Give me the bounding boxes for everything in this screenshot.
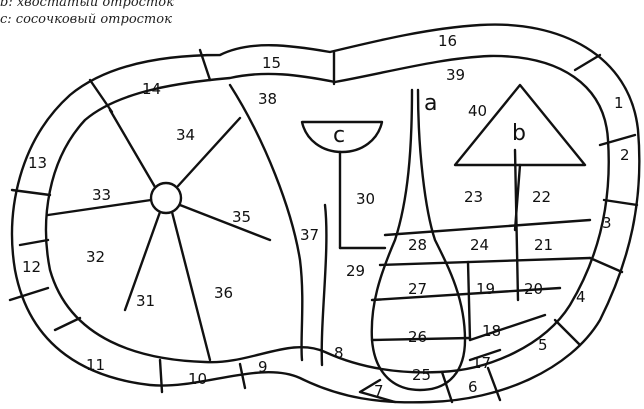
- segment-3: 3: [602, 214, 612, 232]
- segment-17: 17: [472, 354, 491, 372]
- segment-13: 13: [28, 154, 47, 172]
- segment-39: 39: [446, 66, 465, 84]
- marker-a: a: [424, 91, 437, 116]
- segment-16: 16: [438, 32, 457, 50]
- segment-24: 24: [470, 236, 489, 254]
- segment-26: 26: [408, 328, 427, 346]
- segment-7: 7: [374, 382, 384, 400]
- segment-2: 2: [620, 146, 630, 164]
- segment-22: 22: [532, 188, 551, 206]
- segment-5: 5: [538, 336, 548, 354]
- segment-10: 10: [188, 370, 207, 388]
- segment-19: 19: [476, 280, 495, 298]
- segment-12: 12: [22, 258, 41, 276]
- marker-c: c: [333, 123, 345, 148]
- segment-18: 18: [482, 322, 501, 340]
- segment-31: 31: [136, 292, 155, 310]
- segment-35: 35: [232, 208, 251, 226]
- segment-23: 23: [464, 188, 483, 206]
- marker-b: b: [512, 121, 526, 146]
- segment-33: 33: [92, 186, 111, 204]
- segment-21: 21: [534, 236, 553, 254]
- segment-4: 4: [576, 288, 586, 306]
- segment-11: 11: [86, 356, 105, 374]
- segment-28: 28: [408, 236, 427, 254]
- segment-36: 36: [214, 284, 233, 302]
- segment-30: 30: [356, 190, 375, 208]
- segment-9: 9: [258, 358, 268, 376]
- segment-1: 1: [614, 94, 624, 112]
- segment-27: 27: [408, 280, 427, 298]
- segment-29: 29: [346, 262, 365, 280]
- segment-38: 38: [258, 90, 277, 108]
- segment-6: 6: [468, 378, 478, 396]
- segment-15: 15: [262, 54, 281, 72]
- segment-34: 34: [176, 126, 195, 144]
- segment-8: 8: [334, 344, 344, 362]
- segment-32: 32: [86, 248, 105, 266]
- segment-25: 25: [412, 366, 431, 384]
- segment-14: 14: [142, 80, 161, 98]
- segment-20: 20: [524, 280, 543, 298]
- inner-outline: [46, 56, 609, 372]
- segment-40: 40: [468, 102, 487, 120]
- segment-37: 37: [300, 226, 319, 244]
